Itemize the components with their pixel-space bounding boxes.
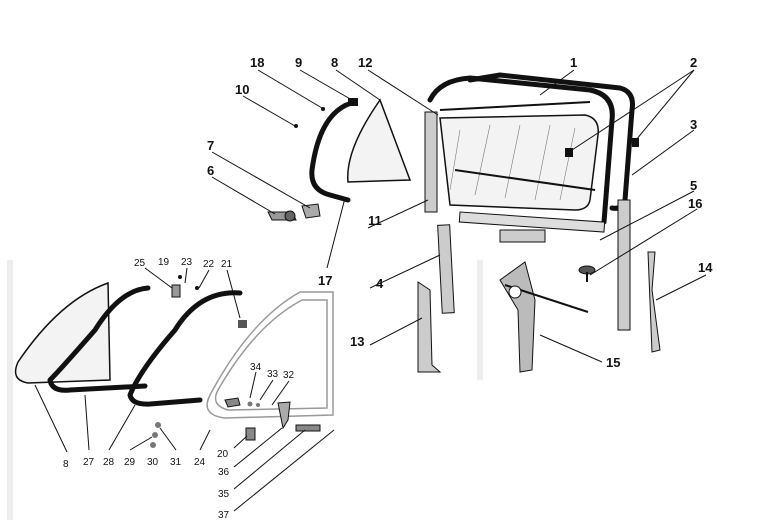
label-15: 15 xyxy=(606,355,620,370)
label-36: 36 xyxy=(218,467,230,478)
part-13-bracket xyxy=(417,281,442,373)
label-5: 5 xyxy=(690,178,697,193)
part-7-catch xyxy=(301,203,321,219)
part-3-rear-run xyxy=(617,199,631,331)
label-24: 24 xyxy=(194,457,206,468)
label-6: 6 xyxy=(207,163,214,178)
label-29: 29 xyxy=(124,457,136,468)
part-21-stop xyxy=(238,320,247,328)
leader-lines xyxy=(34,69,707,512)
part-31-washer xyxy=(155,422,161,428)
label-21: 21 xyxy=(221,259,233,270)
label-31: 31 xyxy=(170,457,182,468)
label-12: 12 xyxy=(358,55,372,70)
label-9: 9 xyxy=(295,55,302,70)
part-20-block xyxy=(245,427,256,441)
part-22-screw xyxy=(195,286,199,290)
label-17: 17 xyxy=(318,273,332,288)
part-16-knob xyxy=(578,265,596,282)
label-35: 35 xyxy=(218,489,230,500)
part-10-screw xyxy=(294,124,298,128)
part-19-screw xyxy=(178,275,182,279)
label-32: 32 xyxy=(283,370,295,381)
part-35-plate xyxy=(295,424,321,432)
part-12-glass xyxy=(439,114,599,211)
label-8-lower: 8 xyxy=(63,459,69,470)
label-4: 4 xyxy=(376,276,384,291)
part-34-lock xyxy=(224,397,241,408)
label-10: 10 xyxy=(235,82,249,97)
label-34: 34 xyxy=(250,362,262,373)
part-2-clips xyxy=(565,138,639,157)
label-28: 28 xyxy=(103,457,115,468)
label-37: 37 xyxy=(218,510,230,521)
lower-vent-assembly xyxy=(14,275,334,448)
part-15-window-regulator xyxy=(499,261,589,373)
label-13: 13 xyxy=(350,334,364,349)
label-1: 1 xyxy=(570,55,577,70)
label-30: 30 xyxy=(147,457,159,468)
part-4-seal-strip xyxy=(437,224,455,314)
part-32-washer xyxy=(256,403,260,407)
part-5-lift-channel xyxy=(458,211,606,243)
part-11-guide-channel xyxy=(424,111,438,213)
part-29-washer xyxy=(152,432,158,438)
label-20: 20 xyxy=(217,449,229,460)
label-3: 3 xyxy=(690,117,697,132)
part-14-bracket xyxy=(647,251,661,353)
part-9-vent-frame xyxy=(309,98,358,203)
label-8: 8 xyxy=(331,55,338,70)
part-8-vent-glass-lower xyxy=(14,281,111,384)
part-1-window-frame xyxy=(427,75,615,225)
background-scan-noise xyxy=(7,260,483,520)
label-23: 23 xyxy=(181,257,193,268)
label-16: 16 xyxy=(688,196,702,211)
label-27: 27 xyxy=(83,457,95,468)
label-18: 18 xyxy=(250,55,264,70)
label-11: 11 xyxy=(368,213,382,228)
part-27-vent-frame xyxy=(47,285,151,393)
part-33-washer xyxy=(247,401,253,407)
part-labels: 18 9 8 12 1 2 10 7 6 3 5 16 11 17 4 14 1… xyxy=(63,55,713,521)
label-14: 14 xyxy=(698,260,713,275)
label-19: 19 xyxy=(158,257,170,268)
label-33: 33 xyxy=(267,369,279,380)
part-36-handle xyxy=(277,401,291,430)
label-25: 25 xyxy=(134,258,146,269)
label-22: 22 xyxy=(203,259,215,270)
part-8-vent-glass xyxy=(347,98,412,183)
part-24-door-outline xyxy=(206,291,334,419)
part-30-nut xyxy=(150,442,156,448)
label-2: 2 xyxy=(690,55,697,70)
part-28-vent-frame xyxy=(127,290,243,407)
label-7: 7 xyxy=(207,138,214,153)
part-23-clip xyxy=(171,284,181,298)
